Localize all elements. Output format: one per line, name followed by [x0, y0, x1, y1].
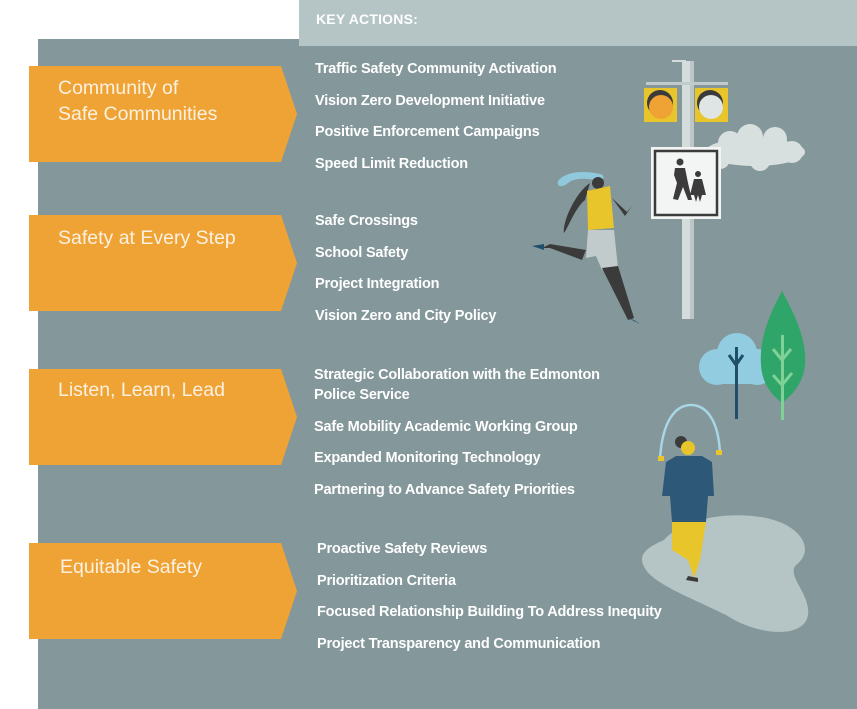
- pillar-equitable-safety: Equitable Safety: [29, 543, 297, 639]
- pillar-safety-at-every-step: Safety at Every Step: [29, 215, 297, 311]
- action-item: Expanded Monitoring Technology: [314, 450, 541, 466]
- action-item: Strategic Collaboration with the Edmonto…: [314, 367, 600, 383]
- pillar-title: Listen, Learn, Lead: [58, 379, 225, 401]
- key-actions-header: KEY ACTIONS:: [299, 0, 857, 46]
- pillar-listen-learn-lead: Listen, Learn, Lead: [29, 369, 297, 465]
- action-item: Project Transparency and Communication: [317, 635, 601, 652]
- arrow-shape-icon: [29, 215, 297, 311]
- arrow-shape-icon: [29, 369, 297, 465]
- school-crossing-sign-icon: [651, 147, 721, 219]
- arrow-shape-icon: [29, 66, 297, 162]
- action-list: Proactive Safety Reviews Prioritization …: [317, 539, 662, 654]
- action-item: Project Integration: [315, 276, 440, 292]
- pillar-title: Equitable Safety: [60, 556, 203, 578]
- action-item: Proactive Safety Reviews: [317, 541, 488, 557]
- pillar-community-of-safe-communities: Community of Safe Communities: [29, 66, 297, 162]
- jump-rope-icon: [658, 403, 722, 461]
- traffic-light-pole-illustration: [644, 60, 805, 319]
- trees-illustration: [699, 291, 806, 420]
- action-item: Traffic Safety Community Activation: [315, 61, 557, 77]
- traffic-light-icon: [644, 88, 728, 122]
- action-item: Focused Relationship Building To Address…: [317, 604, 662, 620]
- action-list: Traffic Safety Community Activation Visi…: [315, 59, 557, 174]
- action-item: Speed Limit Reduction: [315, 155, 468, 172]
- action-item: Positive Enforcement Campaigns: [315, 124, 540, 140]
- action-item: Safe Mobility Academic Working Group: [314, 418, 578, 435]
- action-list: Strategic Collaboration with the Edmonto…: [314, 365, 600, 500]
- action-list: Safe Crossings School Safety Project Int…: [315, 211, 496, 326]
- round-tree-icon: [699, 333, 775, 419]
- running-woman-illustration: [532, 172, 640, 324]
- action-item: Vision Zero and City Policy: [315, 307, 497, 324]
- pillar-title-line2: Safe Communities: [58, 103, 218, 125]
- action-item: Partnering to Advance Safety Priorities: [314, 481, 575, 498]
- action-item: Prioritization Criteria: [317, 572, 456, 589]
- key-actions-label: KEY ACTIONS:: [316, 11, 418, 27]
- arrow-shape-icon: [29, 543, 297, 639]
- jump-rope-illustration: [642, 403, 809, 632]
- action-item: School Safety: [315, 244, 409, 261]
- action-item: Safe Crossings: [315, 213, 418, 229]
- action-item-continued: Police Service: [314, 387, 410, 403]
- pillar-title: Community of: [58, 77, 179, 99]
- leaf-tree-icon: [760, 291, 806, 420]
- pillar-title: Safety at Every Step: [58, 227, 236, 249]
- path-icon: [642, 515, 809, 632]
- action-item: Vision Zero Development Initiative: [315, 92, 545, 109]
